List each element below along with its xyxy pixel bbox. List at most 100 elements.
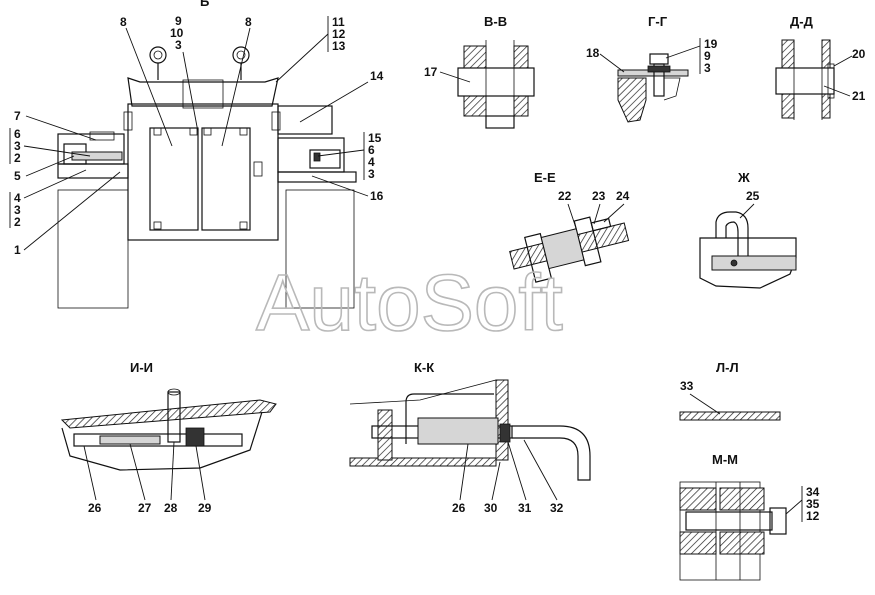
callout-6-left: 6 [14, 127, 21, 141]
callout-6-right: 6 [368, 143, 375, 157]
callout-25: 25 [746, 189, 760, 203]
section-e-e: Е-Е 22 23 24 [509, 170, 630, 283]
right-track [285, 189, 355, 309]
callout-17: 17 [424, 65, 438, 79]
right-lifting-eye [232, 46, 250, 64]
handle-25-inner [725, 221, 739, 256]
hatched-wall [513, 45, 529, 69]
hatched-wall [781, 93, 795, 119]
right-platform [277, 171, 357, 183]
callout-9: 9 [175, 14, 182, 28]
leader-line [785, 499, 803, 515]
leader-line [129, 443, 146, 501]
e-e-assembly [509, 216, 630, 283]
i-top-plate [60, 399, 277, 429]
left-body-tab [123, 111, 133, 131]
hatched-wall [463, 95, 487, 117]
callout-4-left: 4 [14, 191, 21, 205]
leader-line [25, 115, 97, 141]
leader-line [523, 439, 558, 501]
spring-26 [417, 417, 499, 445]
center-lamp [253, 161, 263, 177]
section-label-zh: Ж [737, 170, 750, 185]
leader-line [689, 393, 721, 415]
zh-body [699, 237, 797, 289]
leader-line [275, 33, 329, 83]
right-body-tab [271, 111, 281, 131]
callout-7: 7 [14, 109, 21, 123]
callout-20: 20 [852, 47, 866, 61]
right-lifting-eye-inner [236, 50, 246, 60]
cab-top-panel [182, 79, 224, 109]
callout-12-m: 12 [806, 509, 820, 523]
nut-24 [590, 217, 612, 232]
pin-top [167, 388, 181, 396]
callout-5: 5 [14, 169, 21, 183]
callout-13: 13 [332, 39, 346, 53]
i-rod [73, 433, 243, 447]
callout-31: 31 [518, 501, 532, 515]
right-box-door [309, 149, 341, 169]
callout-3-left: 3 [14, 139, 21, 153]
grille-bolt [239, 221, 248, 230]
leader-line [603, 203, 625, 223]
leader-line [507, 441, 527, 501]
leader-line [23, 171, 121, 251]
callout-28: 28 [164, 501, 178, 515]
section-label-e: Е-Е [534, 170, 556, 185]
left-box-lid [89, 131, 115, 141]
left-platform [57, 163, 129, 179]
block-29 [185, 427, 205, 447]
leader-line [567, 203, 577, 229]
callout-35: 35 [806, 497, 820, 511]
right-box [277, 137, 345, 173]
hatched-block [719, 487, 765, 511]
callout-11: 11 [332, 15, 345, 29]
section-label-l: Л-Л [716, 360, 739, 375]
section-k-k: К-К 26 30 31 32 [349, 360, 591, 515]
callout-8-left: 8 [120, 15, 127, 29]
leader-line [182, 51, 199, 133]
front-view-b: Б [9, 0, 384, 309]
leader-line [599, 53, 625, 73]
left-lifting-eye [149, 46, 167, 64]
leader-line [833, 55, 853, 67]
callout-2-left: 2 [14, 151, 21, 165]
hatched-block [719, 531, 765, 555]
bolt-head-34 [769, 507, 787, 535]
k-post [377, 409, 393, 461]
leader-line [23, 145, 91, 157]
grille-bolt [189, 127, 198, 136]
grille-bolt [153, 221, 162, 230]
left-grille [149, 127, 199, 231]
washer-31 [499, 423, 511, 443]
leader-line [83, 445, 97, 501]
section-label-k: К-К [414, 360, 434, 375]
leader-line [823, 85, 851, 97]
section-label-b: Б [200, 0, 209, 9]
callout-3-left-lower: 3 [14, 203, 21, 217]
section-i-i: И-И 26 27 28 29 [60, 360, 277, 515]
leader-line [317, 149, 365, 157]
section-label-v: В-В [484, 14, 507, 29]
leader-line [739, 203, 755, 219]
section-label-g: Г-Г [648, 14, 668, 29]
section-l-l: Л-Л 33 [679, 360, 781, 421]
watermark: AutoSoft [256, 258, 563, 347]
bracket [540, 228, 585, 270]
k-bracket [405, 393, 494, 444]
callout-1: 1 [14, 243, 21, 257]
callout-29: 29 [198, 501, 212, 515]
callout-27: 27 [138, 501, 152, 515]
section-v-v: В-В 17 [424, 14, 535, 129]
callout-3-right: 3 [368, 167, 375, 181]
section-label-d: Д-Д [790, 14, 814, 29]
callout-9-g: 9 [704, 49, 711, 63]
leader-line [25, 155, 75, 177]
leader-line [439, 71, 471, 83]
callout-4-right: 4 [368, 155, 375, 169]
pin-21 [775, 67, 835, 95]
left-track [57, 189, 129, 309]
leader-line [459, 443, 469, 501]
zh-pin [730, 259, 738, 267]
